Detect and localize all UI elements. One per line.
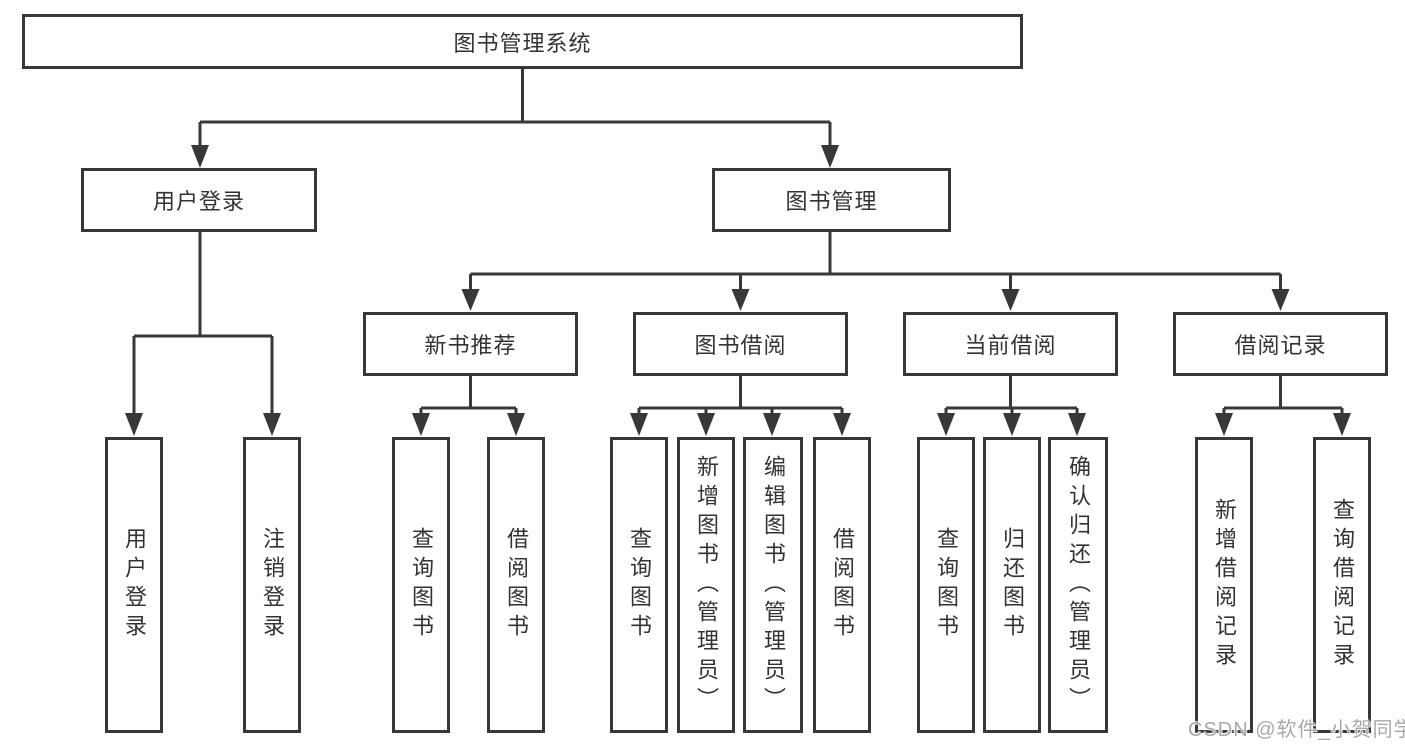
leaf-confirm-return-admin: 确认归还（管理员）: [1048, 437, 1108, 733]
arrowhead-icon: [697, 413, 715, 436]
arrowhead-icon: [821, 145, 839, 168]
leaf-return-books: 归还图书: [983, 437, 1041, 733]
arrowhead-icon: [1333, 413, 1351, 436]
node-label: 用户登录: [122, 527, 147, 643]
connector-userlogin-to-leaves: [132, 230, 274, 416]
leaf-borrow-books: 借阅图书: [813, 437, 871, 733]
watermark: CSDN @软件_小贺同学: [1188, 719, 1405, 741]
node-label: 查询图书: [409, 527, 434, 643]
arrowhead-icon: [461, 289, 480, 311]
connector-borrow-to-leaves: [637, 374, 844, 418]
node-label: 借阅记录: [1234, 333, 1327, 358]
arrowhead-icon: [507, 413, 525, 436]
node-label: 借阅图书: [504, 527, 529, 643]
node-label: 归还图书: [1000, 527, 1025, 643]
arrowhead-icon: [125, 413, 143, 436]
leaf-add-borrow-record: 新增借阅记录: [1195, 437, 1253, 733]
node-label: 新增借阅记录: [1212, 498, 1237, 672]
node-user-login: 用户登录: [81, 168, 317, 232]
node-label: 图书管理系统: [453, 30, 592, 56]
arrowhead-icon: [1001, 289, 1020, 311]
node-label: 图书借阅: [694, 333, 787, 358]
leaf-query-borrow-record: 查询借阅记录: [1313, 437, 1371, 733]
connector-records-to-leaves: [1222, 374, 1344, 418]
arrowhead-icon: [1215, 413, 1233, 436]
node-book-borrow: 图书借阅: [633, 312, 848, 376]
node-label: 查询借阅记录: [1330, 498, 1355, 672]
node-label: 编辑图书（管理员）: [761, 454, 786, 716]
node-root: 图书管理系统: [22, 14, 1023, 69]
node-borrow-records: 借阅记录: [1173, 312, 1388, 376]
leaf-logout: 注销登录: [243, 437, 301, 733]
node-label: 图书管理: [785, 189, 878, 214]
node-label: 确认归还（管理员）: [1066, 454, 1091, 716]
leaf-query-books: 查询图书: [917, 437, 975, 733]
arrowhead-icon: [1003, 413, 1021, 436]
leaf-query-books: 查询图书: [392, 437, 450, 733]
connector-current-to-leaves: [944, 374, 1079, 418]
arrowhead-icon: [763, 413, 781, 436]
arrowhead-icon: [1068, 413, 1086, 436]
connector-bookmgmt-to-level3: [469, 230, 1282, 292]
leaf-borrow-books: 借阅图书: [487, 437, 545, 733]
node-label: 查询图书: [627, 527, 652, 643]
node-label: 新增图书（管理员）: [694, 454, 719, 716]
leaf-query-books: 查询图书: [610, 437, 668, 733]
node-new-book-recommend: 新书推荐: [363, 312, 578, 376]
node-label: 查询图书: [934, 527, 959, 643]
node-label: 借阅图书: [830, 527, 855, 643]
node-current-borrow: 当前借阅: [903, 312, 1118, 376]
node-book-management: 图书管理: [712, 168, 951, 232]
arrowhead-icon: [937, 413, 955, 436]
arrowhead-icon: [833, 413, 851, 436]
leaf-edit-books-admin: 编辑图书（管理员）: [743, 437, 803, 733]
arrowhead-icon: [191, 145, 209, 168]
leaf-user-login: 用户登录: [105, 437, 163, 733]
arrowhead-icon: [630, 413, 648, 436]
arrowhead-icon: [412, 413, 430, 436]
arrowhead-icon: [263, 413, 281, 436]
node-label: 注销登录: [260, 527, 285, 643]
connector-root-to-level2: [198, 67, 832, 148]
arrowheads: [125, 145, 1351, 436]
node-label: 新书推荐: [424, 333, 517, 358]
arrowhead-icon: [1271, 289, 1290, 311]
leaf-add-books-admin: 新增图书（管理员）: [677, 437, 735, 733]
arrowhead-icon: [731, 289, 750, 311]
node-label: 当前借阅: [964, 333, 1057, 358]
connector-newbook-to-leaves: [419, 374, 518, 418]
node-label: 用户登录: [152, 189, 245, 214]
